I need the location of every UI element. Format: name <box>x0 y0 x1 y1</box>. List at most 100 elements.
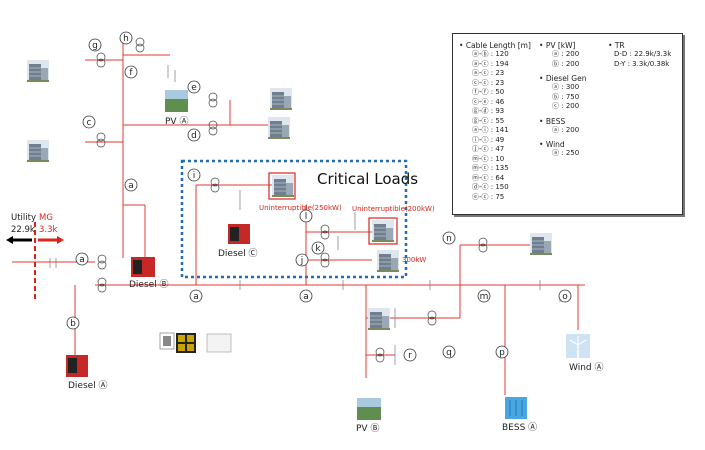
row-key: ⓐ-ⓘ <box>472 126 489 134</box>
row-separator: : <box>559 83 566 91</box>
node-l-label: l <box>305 212 308 222</box>
node-k-marker <box>311 241 325 255</box>
pv-title-text: PV [kW] <box>545 41 576 50</box>
row-key: ⓐ-ⓒ <box>472 59 489 68</box>
row-separator: : <box>488 173 496 182</box>
row-key: ⓓ-ⓒ <box>472 183 489 191</box>
cable-length-title: • Cable Length [m] <box>459 41 531 50</box>
node-e-marker <box>187 80 201 94</box>
mg-arrow-head <box>57 236 64 244</box>
mg-label: MG <box>39 213 53 223</box>
node-e-label: e <box>191 83 197 93</box>
diesel-b-label: Diesel Ⓑ <box>129 279 169 290</box>
node-m-label: m <box>480 292 489 302</box>
pv-a-label: PV Ⓐ <box>165 116 188 127</box>
bess-a-label: BESS Ⓐ <box>502 422 537 433</box>
row-value: 50 <box>495 88 505 96</box>
node-d-label: d <box>191 131 197 141</box>
row-key: ⓜ-ⓒ <box>472 164 489 172</box>
node-a-marker <box>124 178 138 192</box>
row-value: 750 <box>565 92 580 101</box>
switch-marks <box>49 65 561 365</box>
bess-list: ⓐ : 200 <box>539 126 586 136</box>
uninterruptible-left-label: Uninterruptible(250kW) <box>259 204 342 212</box>
row-separator: : <box>559 92 566 101</box>
pv-panel-icon <box>165 90 381 420</box>
row-separator: : <box>488 78 496 87</box>
row-value: 194 <box>495 59 509 68</box>
row-separator: : <box>488 145 496 153</box>
row-separator: : <box>488 50 496 58</box>
cable-row: ⓐ-ⓒ : 23 <box>459 69 531 79</box>
tr-dy: D-Y : 3.3k/0.38k <box>614 59 670 68</box>
cable-row: ⓙ-ⓒ : 47 <box>459 145 531 155</box>
row-key: ⓑ <box>552 92 559 101</box>
row-key: ⓙ-ⓒ <box>472 145 489 153</box>
node-a-marker <box>299 289 313 303</box>
row-value: 200 <box>565 102 580 110</box>
row-key: ⓖ-ⓓ <box>472 107 489 115</box>
wind-title: • Wind <box>539 140 565 149</box>
node-g-marker <box>88 38 102 52</box>
node-p-label: p <box>499 348 505 358</box>
node-a-marker <box>189 289 203 303</box>
row-value: 120 <box>495 50 509 58</box>
node-h-marker <box>119 31 133 45</box>
row-separator: : <box>488 126 496 134</box>
node-f-marker <box>124 65 138 79</box>
cable-row: ⓒ-ⓔ : 46 <box>459 98 531 108</box>
row-key: ⓕ-ⓕ <box>472 88 489 96</box>
row-value: 46 <box>495 97 505 106</box>
diesel-title: • Diesel Gen <box>539 74 587 83</box>
row-value: 55 <box>495 116 505 125</box>
cable-row: ⓕ-ⓕ : 50 <box>459 88 531 98</box>
node-f-label: f <box>129 68 133 78</box>
node-a-label: a <box>79 255 85 265</box>
node-n-label: n <box>446 234 452 244</box>
row-separator: : <box>559 149 566 157</box>
row-key: ⓒ <box>552 102 559 110</box>
load-300kw-label: 300kW <box>402 256 426 264</box>
diesel-row: ⓐ : 300 <box>539 83 586 93</box>
cable-row: ⓖ-ⓒ : 55 <box>459 117 531 127</box>
row-separator: : <box>488 192 496 201</box>
diesel-a-label: Diesel Ⓐ <box>68 380 108 391</box>
diesel-c-label: Diesel Ⓒ <box>218 248 258 259</box>
row-value: 23 <box>495 78 505 87</box>
cable-row: ⓜ-ⓒ : 10 <box>459 155 531 165</box>
cable-row: ⓔ-ⓒ : 75 <box>459 193 531 203</box>
node-i-label: i <box>193 171 196 181</box>
node-b-marker <box>66 316 80 330</box>
row-value: 135 <box>495 164 509 172</box>
mg-voltage: 3.3k <box>39 225 58 235</box>
node-a-marker <box>75 252 89 266</box>
row-separator: : <box>488 69 496 77</box>
row-value: 250 <box>565 149 580 157</box>
wind-turbine-icon <box>566 334 590 358</box>
node-j-label: j <box>300 256 304 266</box>
node-a-label: a <box>128 181 134 191</box>
row-value: 75 <box>495 192 505 201</box>
row-separator: : <box>488 107 496 115</box>
cable-row: ⓐ-ⓑ : 120 <box>459 50 531 60</box>
uninterruptible-right-label: Uninterruptible(200kW) <box>352 205 435 213</box>
row-separator: : <box>488 135 496 144</box>
row-separator: : <box>559 50 566 58</box>
row-separator: : <box>488 154 496 163</box>
node-o-marker <box>558 289 572 303</box>
node-h-label: h <box>123 34 129 44</box>
node-n-marker <box>442 231 456 245</box>
row-separator: : <box>559 125 566 134</box>
node-i-marker <box>187 168 201 182</box>
wind-row: ⓐ : 250 <box>539 149 586 159</box>
node-l-marker <box>299 209 313 223</box>
row-value: 49 <box>495 135 505 144</box>
row-value: 64 <box>495 173 505 182</box>
row-separator: : <box>559 102 566 110</box>
row-key: ⓐ <box>552 50 559 58</box>
tr-title-text: TR <box>614 41 625 50</box>
